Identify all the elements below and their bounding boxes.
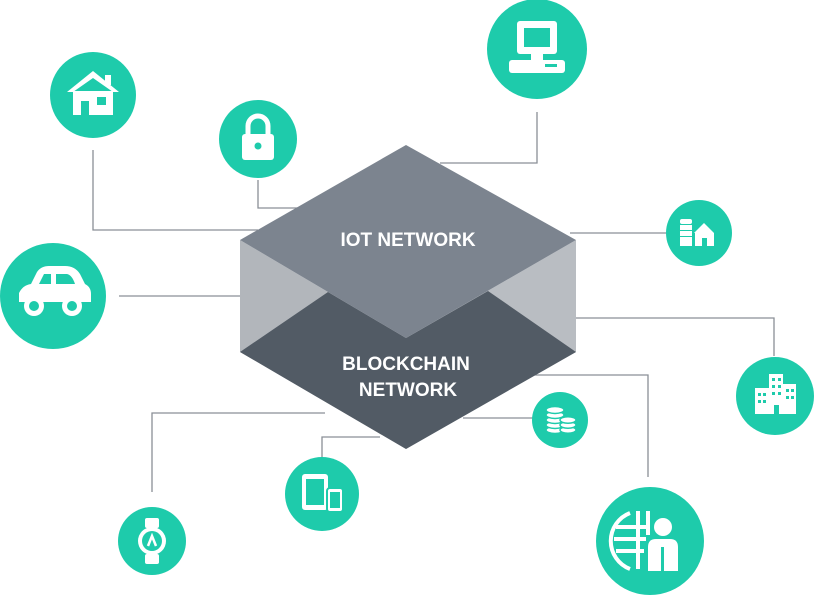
lock-node [219, 100, 297, 178]
computer-icon [509, 21, 565, 73]
connector-building [576, 317, 775, 356]
car-icon [19, 266, 91, 316]
connector-watch [151, 412, 325, 492]
coin-stack-icon [545, 405, 577, 435]
house-node [50, 52, 136, 138]
connector-house [92, 150, 258, 231]
farm-icon [680, 219, 714, 246]
iot-network-label: IOT NETWORK [340, 230, 475, 251]
connector-devices [321, 436, 380, 460]
devices-node [285, 457, 359, 531]
network-block: IOT NETWORK BLOCKCHAIN NETWORK [240, 145, 576, 449]
house-icon [67, 71, 119, 115]
smart-city-person-icon [608, 511, 678, 571]
smart-city-person-node [596, 487, 704, 595]
farm-node [666, 200, 732, 266]
blockchain-face [240, 291, 576, 449]
computer-node [487, 0, 587, 99]
blockchain-network-label-line1: BLOCKCHAIN [342, 354, 470, 375]
lock-icon [242, 113, 274, 160]
coin-stack-node [532, 392, 588, 448]
connector-computer [440, 112, 538, 164]
blockchain-network-label-line2: NETWORK [359, 380, 457, 401]
smartwatch-icon [138, 518, 166, 564]
connector-citizen [530, 374, 649, 477]
connector-lock [257, 180, 306, 209]
office-building-icon [755, 374, 796, 414]
connector-lines [92, 112, 775, 492]
iot-face [240, 145, 576, 338]
devices-icon [302, 474, 344, 513]
car-node [0, 243, 106, 349]
office-building-node [736, 357, 814, 435]
smartwatch-node [118, 507, 186, 575]
